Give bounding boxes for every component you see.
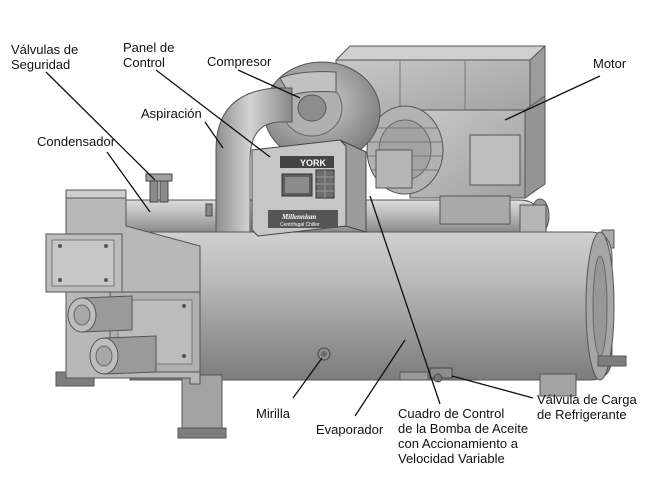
label-mirilla: Mirilla <box>256 406 290 421</box>
oil-pump-box <box>375 149 413 189</box>
label-valvulas-seguridad: Válvulas de Seguridad <box>11 42 79 72</box>
water-nozzles <box>67 295 157 375</box>
evaporator-shell <box>129 231 615 381</box>
control-panel <box>251 139 367 237</box>
label-aspiracion: Aspiración <box>141 106 202 121</box>
label-compresor: Compresor <box>207 54 272 69</box>
compressor <box>263 61 381 163</box>
label-evaporador: Evaporador <box>316 422 384 437</box>
safety-valves <box>145 173 213 217</box>
label-cuadro-control: Cuadro de Control de la Bomba de Aceite … <box>398 406 529 466</box>
label-valvula-carga: Válvula de Carga de Refrigerante <box>537 392 637 422</box>
label-condensador: Condensador <box>37 134 116 149</box>
label-panel-control: Panel de Control <box>123 40 175 70</box>
support-feet <box>55 355 627 439</box>
panel-subtitle: Centrifugal Chiller <box>280 222 320 228</box>
panel-model: Millennium <box>281 213 317 221</box>
leader-lines <box>45 69 601 417</box>
panel-brand: YORK <box>300 158 327 168</box>
label-motor: Motor <box>593 56 627 71</box>
